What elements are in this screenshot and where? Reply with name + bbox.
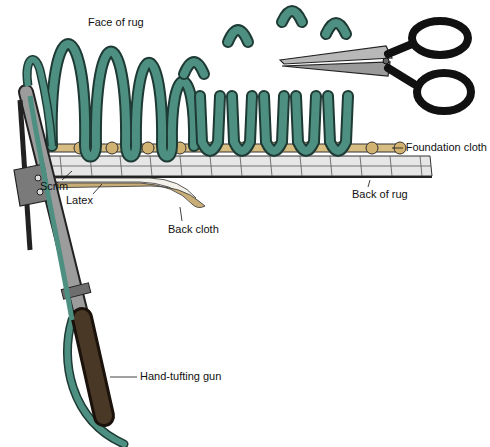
scrim-grid	[40, 156, 431, 176]
label-text: Back of rug	[352, 188, 408, 201]
scrim-layer	[40, 156, 432, 176]
label-text: Latex	[66, 194, 93, 207]
leader-lines	[62, 148, 403, 377]
label-text: Hand-tufting gun	[140, 370, 221, 383]
label-text: Back cloth	[168, 223, 219, 236]
label-text: Scrim	[40, 180, 68, 193]
tufting-gun	[14, 59, 124, 444]
label-text: Face of rug	[88, 16, 144, 29]
yarn-loops	[52, 11, 348, 157]
scissors	[280, 21, 471, 111]
label-text: Foundation cloth	[406, 141, 487, 154]
